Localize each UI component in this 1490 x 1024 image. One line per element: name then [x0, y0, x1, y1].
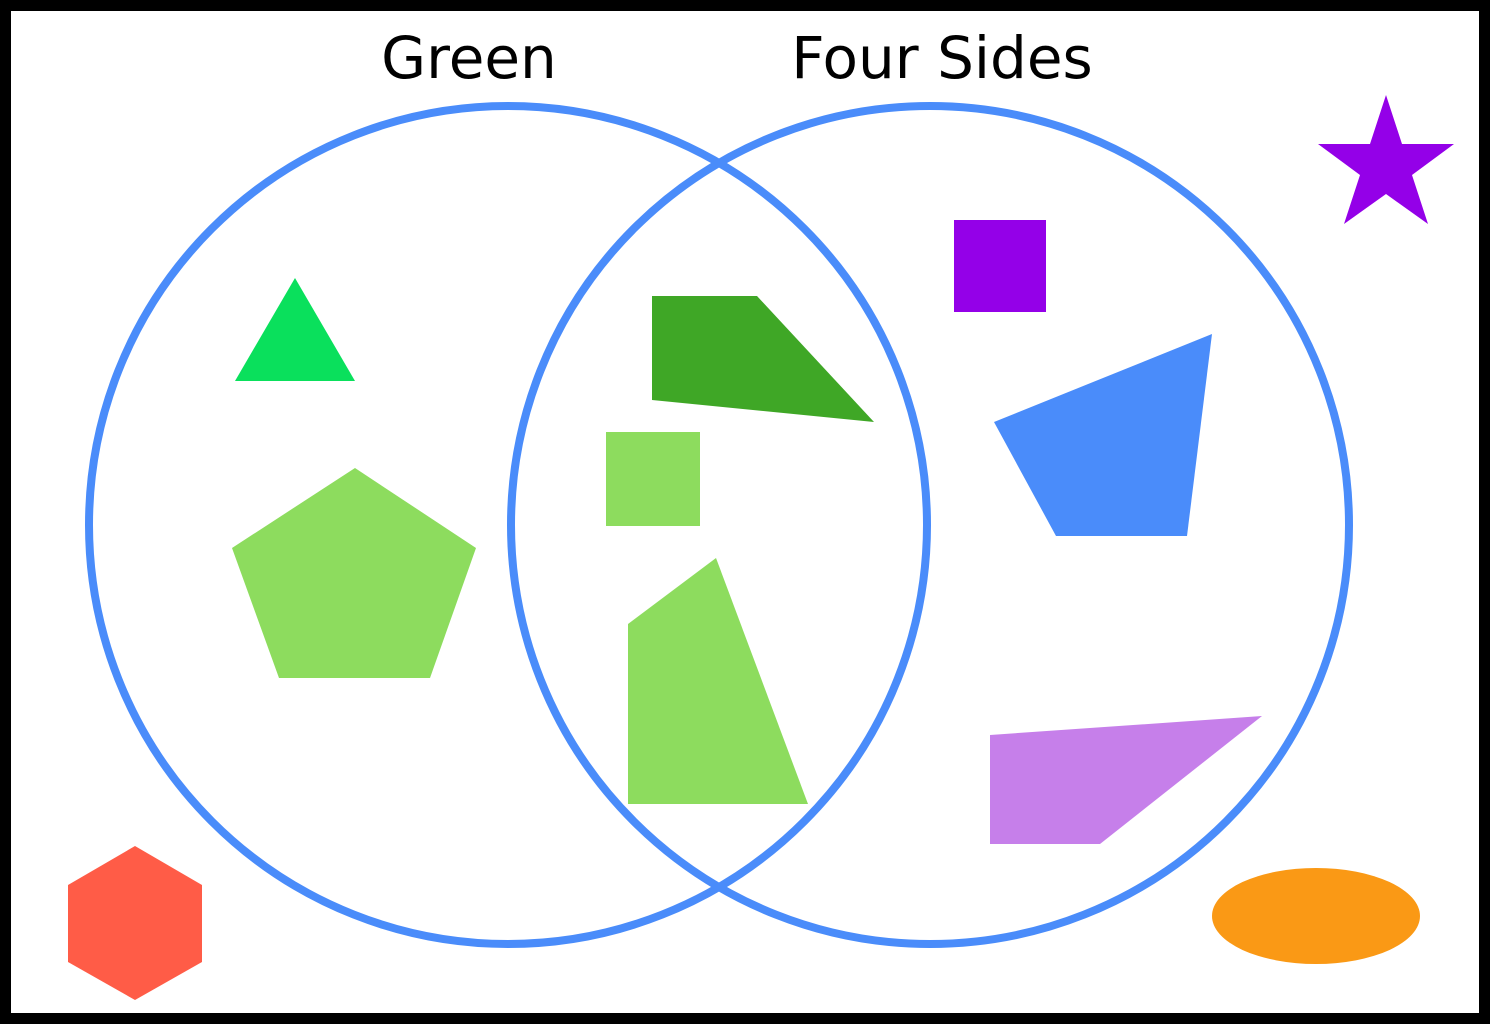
- label-green: Green: [381, 24, 557, 92]
- green-triangle: [235, 278, 355, 381]
- purple-star: [1318, 95, 1454, 224]
- dark-green-trapezoid: [652, 296, 874, 422]
- label-four-sides: Four Sides: [791, 24, 1092, 92]
- purple-square: [954, 220, 1046, 312]
- light-green-pentagon: [232, 468, 476, 678]
- orange-ellipse: [1212, 868, 1420, 964]
- blue-quadrilateral: [994, 334, 1212, 536]
- light-green-quadrilateral: [628, 558, 808, 804]
- light-green-square: [606, 432, 700, 526]
- diagram-background: [11, 11, 1479, 1013]
- circle-green: [85, 102, 931, 948]
- lavender-trapezoid: [990, 716, 1262, 844]
- red-hexagon: [68, 846, 202, 1000]
- circle-four-sides: [507, 102, 1353, 948]
